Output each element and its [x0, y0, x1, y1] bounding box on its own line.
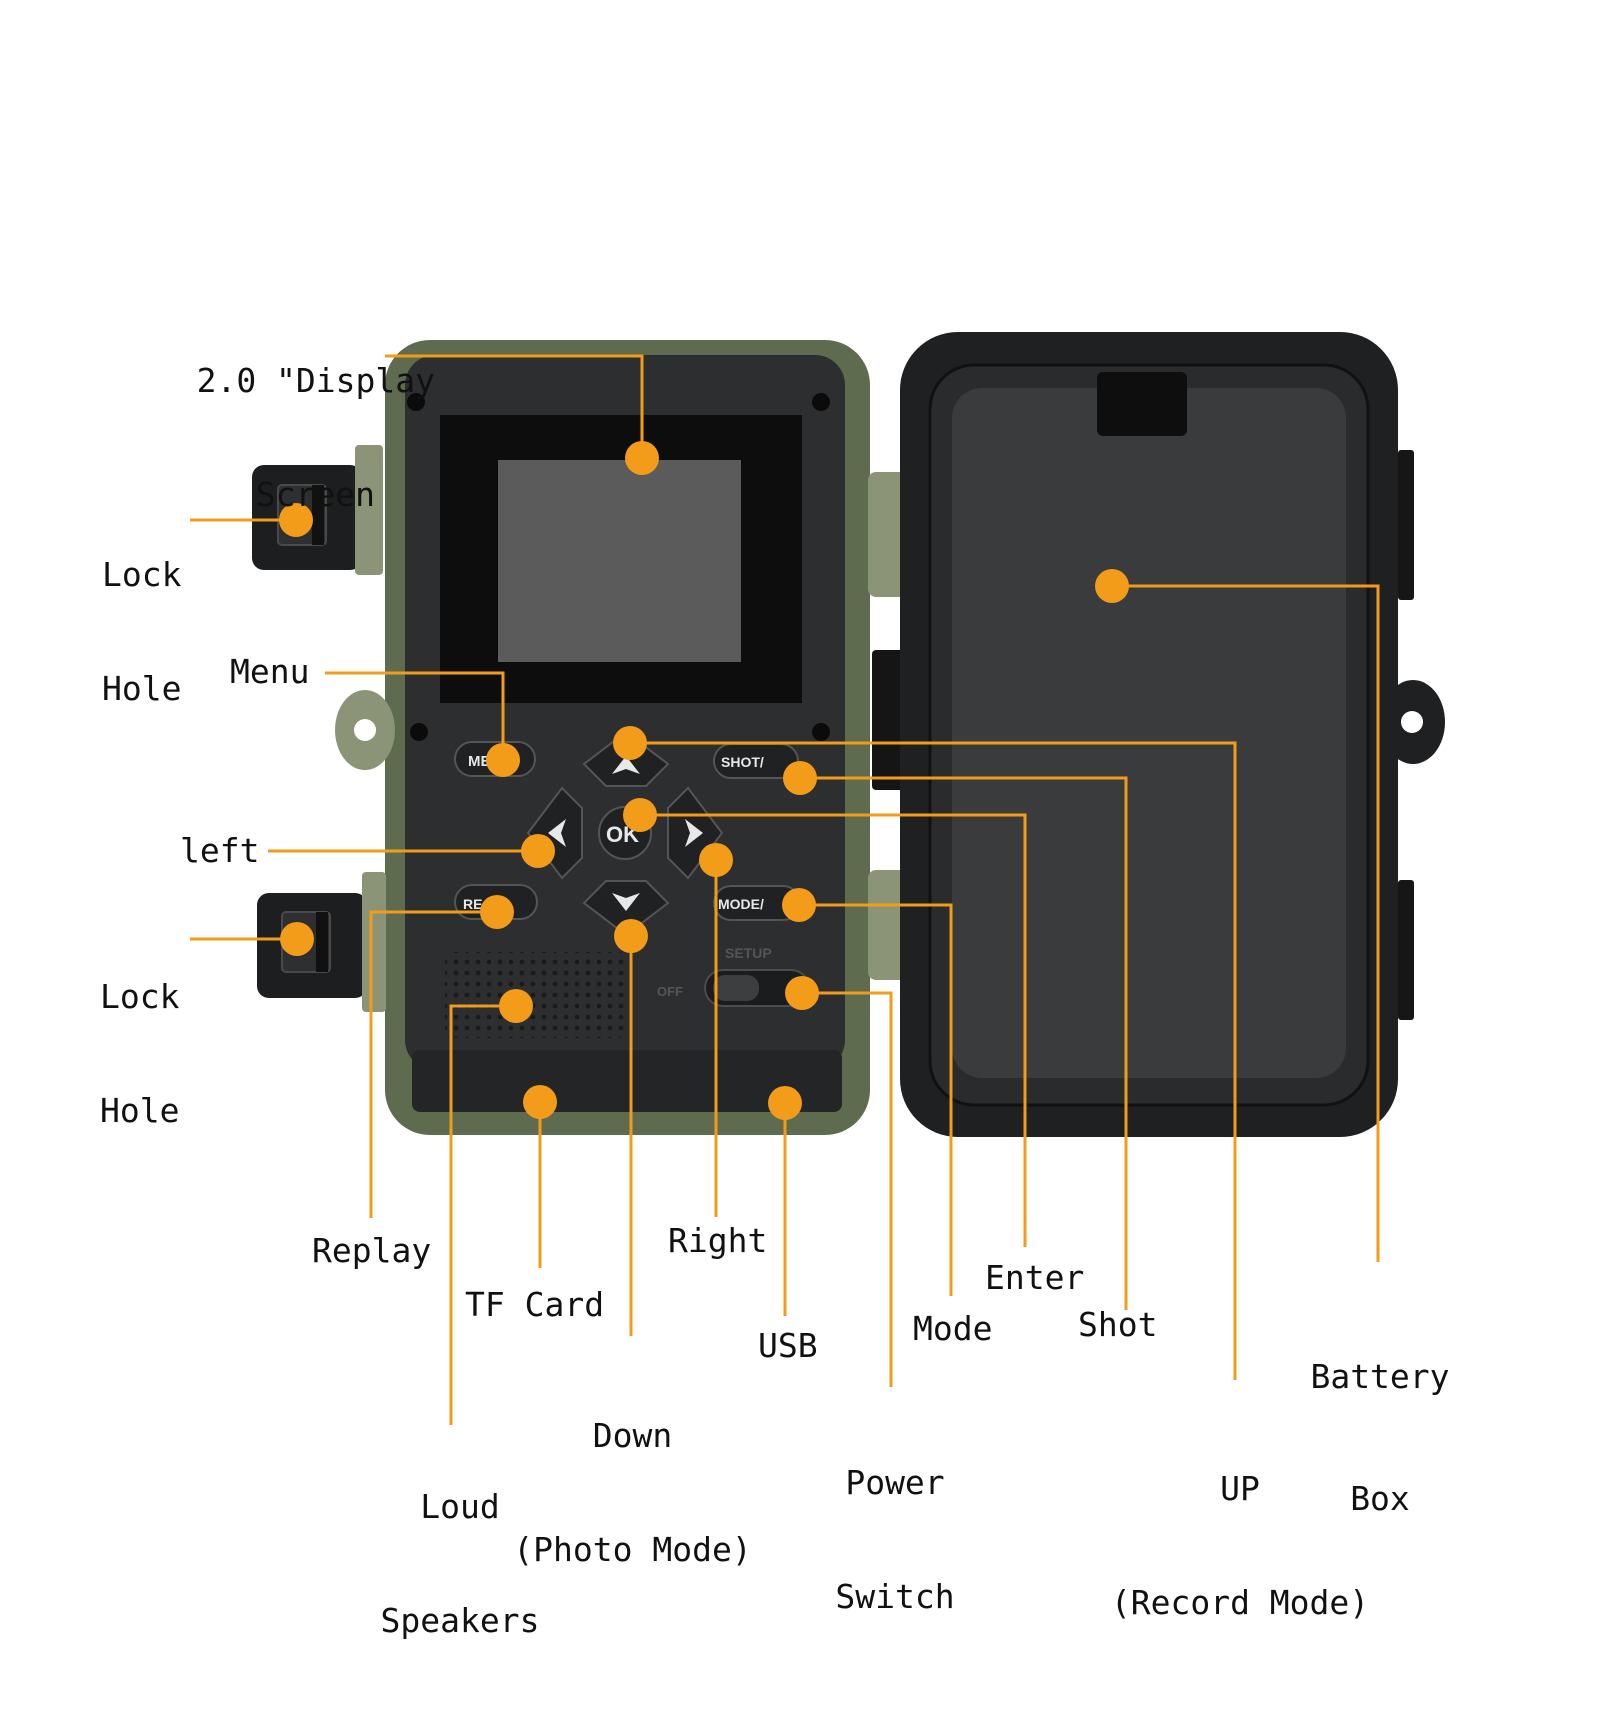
dot-battery-box	[1095, 569, 1129, 603]
callout-leader-lines	[190, 354, 1380, 1425]
dot-usb	[768, 1086, 802, 1120]
label-power-switch-line2: Switch	[835, 1577, 955, 1616]
label-lock-hole-top-line1: Lock	[102, 555, 182, 594]
label-lock-hole-bottom: Lock Hole	[100, 902, 179, 1206]
label-lock-hole-top-line2: Hole	[102, 669, 182, 708]
label-replay: Replay	[312, 1231, 432, 1270]
leader-power-switch	[802, 991, 893, 1387]
leader-up	[630, 741, 1237, 1380]
mount-hole-left	[354, 719, 376, 741]
up-arrow-icon	[612, 756, 640, 774]
screw	[812, 393, 830, 411]
label-down-line1: Down	[592, 1416, 673, 1455]
speaker-grill	[445, 952, 625, 1038]
leader-menu	[325, 671, 505, 760]
dot-replay	[480, 895, 514, 929]
label-battery-box: Battery Box	[1300, 1282, 1460, 1594]
label-display-screen: 2.0 "Display Screen	[150, 286, 435, 590]
label-battery-box-line2: Box	[1350, 1479, 1410, 1518]
dot-loud-speakers	[499, 989, 533, 1023]
label-shot: Shot	[1078, 1305, 1158, 1344]
label-power-switch: Power Switch	[820, 1388, 970, 1692]
lock-tab-bottom	[257, 872, 386, 1012]
label-tf-card: TF Card	[465, 1285, 605, 1324]
label-lock-hole-top: Lock Hole	[102, 480, 181, 784]
label-mode: Mode	[913, 1309, 993, 1348]
screw	[410, 723, 428, 741]
lid-latch-slot	[1097, 372, 1187, 436]
dot-shot	[783, 761, 817, 795]
right-arrow-icon	[685, 819, 703, 847]
battery-lid	[900, 332, 1445, 1137]
label-display-screen-line2: Screen	[255, 475, 375, 514]
leader-battery-box	[1112, 584, 1380, 1262]
switch-knob[interactable]	[713, 975, 759, 1001]
trail-camera-illustration: ME SHOT/ RE AY MODE/ OK SETUP OFF	[190, 332, 1445, 1425]
mount-hole-right	[1401, 711, 1423, 733]
screw	[812, 723, 830, 741]
leader-shot	[800, 776, 1128, 1310]
dot-power-switch	[785, 976, 819, 1010]
battery-compartment	[952, 388, 1346, 1078]
dot-down	[614, 919, 648, 953]
label-battery-box-line1: Battery	[1310, 1357, 1450, 1396]
label-right: Right	[668, 1221, 768, 1260]
camera-diagram: ME SHOT/ RE AY MODE/ OK SETUP OFF	[100, 286, 1460, 1640]
dot-lock-hole-bottom	[280, 922, 314, 956]
leader-loud-speakers	[449, 1004, 516, 1425]
leader-display-screen	[385, 354, 644, 458]
down-arrow-icon	[612, 893, 640, 911]
left-arrow-icon	[548, 819, 566, 847]
label-enter: Enter	[985, 1258, 1085, 1297]
dot-lock-hole-top	[279, 503, 313, 537]
leader-replay	[369, 910, 497, 1218]
label-lock-hole-bottom-line2: Hole	[100, 1091, 180, 1130]
off-label: OFF	[657, 984, 683, 999]
display-screen	[440, 415, 802, 703]
leader-enter	[640, 813, 1027, 1247]
leader-mode	[799, 903, 953, 1296]
label-loud-speakers-line1: Loud	[420, 1487, 500, 1526]
dot-enter	[623, 798, 657, 832]
dot-mode	[782, 888, 816, 922]
label-usb: USB	[758, 1326, 818, 1365]
label-power-switch-line1: Power	[845, 1463, 945, 1502]
mode-button-label: MODE/	[718, 896, 764, 912]
dot-left	[521, 834, 555, 868]
label-menu: Menu	[230, 652, 310, 691]
hinges	[868, 472, 908, 980]
setup-label: SETUP	[725, 945, 772, 961]
screw	[407, 393, 425, 411]
dot-tf-card	[523, 1085, 557, 1119]
label-left: left	[180, 831, 260, 870]
label-down-line2: (Photo Mode)	[513, 1530, 752, 1569]
label-down: Down (Photo Mode)	[500, 1341, 765, 1645]
callout-dots	[279, 441, 1129, 1120]
label-display-screen-line1: 2.0 "Display	[196, 361, 435, 400]
dot-up	[613, 726, 647, 760]
bottom-port-strip	[412, 1050, 842, 1112]
menu-button-label: ME	[468, 753, 491, 770]
label-lock-hole-bottom-line1: Lock	[100, 977, 180, 1016]
label-up-line1: UP	[1220, 1469, 1260, 1508]
dot-menu	[486, 743, 520, 777]
shot-button-label: SHOT/	[721, 754, 764, 770]
dot-right	[699, 843, 733, 877]
dot-display-screen	[625, 441, 659, 475]
